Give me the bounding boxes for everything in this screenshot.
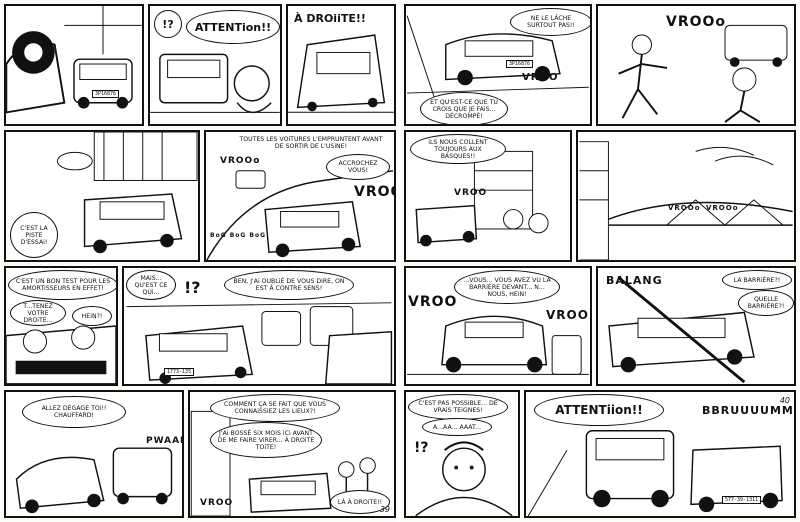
panel-right-2-1: iLS NOUS COLLENT TOUJOURS AUX BASQUES!! … xyxy=(404,130,572,262)
speech-balloon-right-there: LÀ À DROiTE!! xyxy=(330,490,390,514)
sfx-vrooo-1: VROOo xyxy=(668,204,701,212)
speech-balloon-saw-barrier: ...VOUS... VOUS AVEZ VU LA BARRiÈRE DEVA… xyxy=(454,270,560,304)
speech-balloon-what: MAiS... QU'EST CE QUi... xyxy=(126,270,176,300)
test-track-drawing xyxy=(56,132,198,254)
sfx-vrooo: VROOo xyxy=(666,14,727,30)
street-scene-drawing xyxy=(288,34,394,113)
car-chase-drawing xyxy=(206,170,394,260)
ds-rear-view-drawing xyxy=(407,315,589,375)
sfx-vroo-2: VROO xyxy=(546,308,589,322)
speech-balloon-attention: ATTENTiion!! xyxy=(534,394,664,426)
license-plate: 1773-135 xyxy=(164,368,195,376)
panel-left-4-2: COMMENT ÇA SE FAiT QUE VOUS CONNAiSSiEZ … xyxy=(188,390,396,518)
speech-balloon-how-know: COMMENT ÇA SE FAiT QUE VOUS CONNAiSSiEZ … xyxy=(210,394,340,422)
sfx-vroo: VROO xyxy=(454,188,488,198)
sfx-bbruuumm: BBRUUUUMM xyxy=(702,404,794,417)
speech-balloon-wrong-way: BEN, J'Ai OUBLiÉ DE VOUS DiRE, ON EST À … xyxy=(224,270,354,300)
panel-right-2-2: VROOo VROOo xyxy=(576,130,796,262)
speech-balloon-worked-here: J'Ai BOSSÉ SiX MOiS iCi AVANT DE ME FAiR… xyxy=(210,422,322,458)
panel-right-3-1: VROO ...VOUS... VOUS AVEZ VU LA BARRiÈRE… xyxy=(404,266,592,386)
speech-balloon-exclaim: !? xyxy=(154,10,182,38)
sfx-pwaap: PWAAP xyxy=(146,436,184,446)
car-rear-drawing xyxy=(6,6,142,114)
speech-balloon-shock-test: C'EST UN BON TEST POUR LES AMORTiSSEURS … xyxy=(8,270,116,300)
sfx-vroo: VROO xyxy=(522,72,559,83)
driver-closeup-drawing xyxy=(415,441,513,516)
license-plate: 3P16876 xyxy=(92,90,120,98)
sfx-vroo-1: VROO xyxy=(408,294,458,310)
exclaim-mark: !? xyxy=(184,278,201,297)
barrier-crash-drawing xyxy=(608,276,755,384)
exclaim-mark: !? xyxy=(414,440,429,456)
panel-left-1-1: 3P16876 xyxy=(4,4,144,126)
panel-right-1-1: NE LE LÂCHE SURTOUT PAS!! VROO ET QU'EST… xyxy=(404,4,592,126)
factory-road-drawing xyxy=(415,150,549,247)
speech-balloon-not-possible: C'EST PAS POSSiBLE... DE VRAiS TEiGNES! xyxy=(408,394,508,420)
panel-left-2-2: TOUTES LES VOiTURES L'EMPRUNTENT AVANT D… xyxy=(204,130,396,262)
page-number: 39 xyxy=(379,505,390,514)
car-interior-drawing xyxy=(6,325,116,384)
wrong-way-traffic-drawing xyxy=(126,302,393,384)
speech-balloon-road-hog: ALLEZ DÉGAGE TOi!! CHAUFFARD! xyxy=(22,396,126,428)
panel-right-3-2: BALANG LA BARRiÈRE?! QUELLE BARRiÈRE?! xyxy=(596,266,796,386)
ds-car-drawing xyxy=(406,15,589,103)
sfx-vrooo-2: VROOo xyxy=(706,204,739,212)
panel-left-4-1: ALLEZ DÉGAGE TOi!! CHAUFFARD! PWAAP xyxy=(4,390,184,518)
speech-balloon-huh: HEiN?! xyxy=(72,306,112,326)
page-number: 40 xyxy=(779,396,790,405)
license-plate: 3P16876 xyxy=(506,60,534,68)
car-interior-drawing xyxy=(150,53,280,114)
panel-left-1-3: À DROiiTE!! xyxy=(286,4,396,126)
panel-right-4-1: C'EST PAS POSSiBLE... DE VRAiS TEiGNES! … xyxy=(404,390,520,518)
speech-balloon-dont-let-go: NE LE LÂCHE SURTOUT PAS!! xyxy=(510,8,590,36)
right-page: NE LE LÂCHE SURTOUT PAS!! VROO ET QU'EST… xyxy=(400,0,800,522)
speech-balloon-what-you-think: ET QU'EST-CE QUE TU CROiS QUE JE FAiS...… xyxy=(420,92,508,124)
panel-right-4-2: ATTENTiion!! BBRUUUUMM 577-39-1311 40 xyxy=(524,390,796,518)
sfx-vroo: VROO xyxy=(200,498,234,508)
running-men-drawing xyxy=(618,24,788,123)
speech-balloon-on-our-tail: iLS NOUS COLLENT TOUJOURS AUX BASQUES!! xyxy=(410,134,506,164)
speech-balloon-attention: ATTENTion!! xyxy=(186,10,280,44)
car-swerve-drawing xyxy=(15,447,173,514)
bridge-landscape-drawing xyxy=(579,141,793,260)
speech-balloon-which-barrier: QUELLE BARRiÈRE?! xyxy=(738,290,794,316)
panel-left-3-1: C'EST UN BON TEST POUR LES AMORTiSSEURS … xyxy=(4,266,118,386)
speech-balloon-stammer: A...AA... AAAT... xyxy=(422,418,492,436)
panel-left-3-2: MAiS... QU'EST CE QUi... !? BEN, J'Ai OU… xyxy=(122,266,396,386)
shout-right-turn: À DROiiTE!! xyxy=(294,12,366,25)
panel-right-1-2: VROOo xyxy=(596,4,796,126)
speech-balloon-test-track: C'EST LA PISTE D'ESSAi! xyxy=(10,212,58,258)
caption-test-track: TOUTES LES VOiTURES L'EMPRUNTENT AVANT D… xyxy=(239,136,383,150)
speech-balloon-keep-right: T...TENEZ VOTRE DROiTE... xyxy=(10,300,66,326)
sfx-vrooo-small: VROOo xyxy=(220,156,261,166)
sfx-bumps: BoG BoG BoG xyxy=(210,232,267,239)
sfx-vroo-big: VROO xyxy=(354,184,394,200)
left-page: 3P16876 !? ATTENTion!! À DROiiTE!! xyxy=(4,4,396,518)
panel-left-2-1: C'EST LA PISTE D'ESSAi! xyxy=(4,130,200,262)
panel-left-1-2: !? ATTENTion!! xyxy=(148,4,282,126)
speech-balloon-the-barrier: LA BARRiÈRE?! xyxy=(722,270,792,290)
sfx-balang: BALANG xyxy=(606,274,663,287)
license-plate: 577-39-1311 xyxy=(722,496,762,504)
truck-collision-drawing xyxy=(527,430,783,516)
speech-balloon-hold-on: ACCROCHEZ VOUS! xyxy=(326,154,390,180)
